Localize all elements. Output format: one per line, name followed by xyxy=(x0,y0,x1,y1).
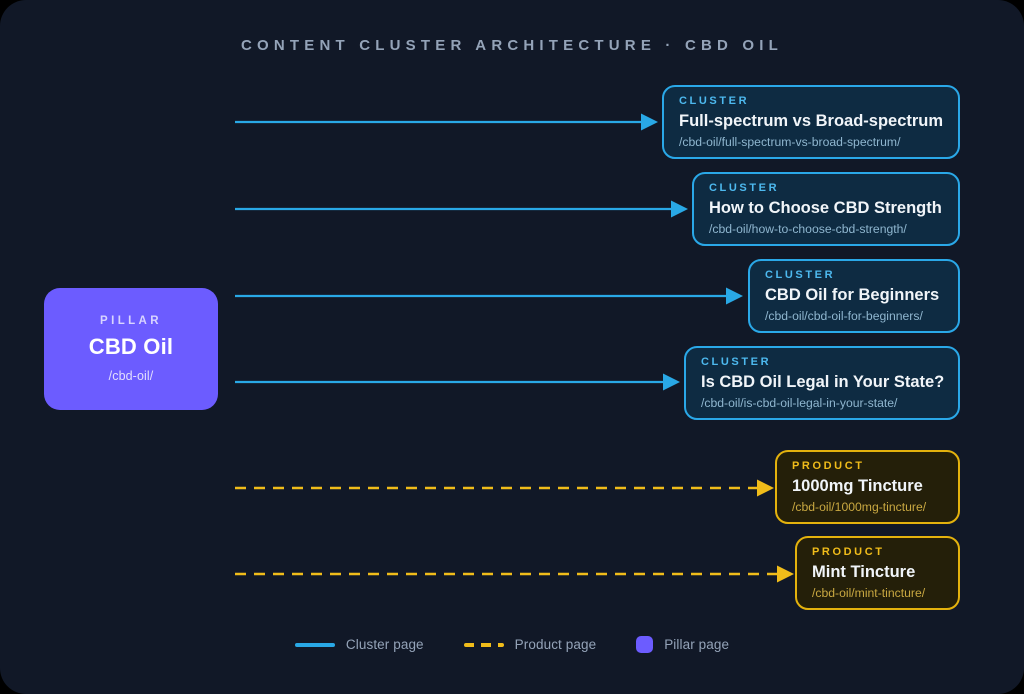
product-kicker: PRODUCT xyxy=(792,459,865,472)
product-card-1000mg-tincture[interactable]: PRODUCT 1000mg Tincture /cbd-oil/1000mg-… xyxy=(775,450,960,524)
cluster-connector-3 xyxy=(235,287,743,305)
dashed-line-icon xyxy=(463,642,504,647)
product-connector-1 xyxy=(235,479,774,497)
cluster-title: CBD Oil for Beginners xyxy=(765,285,940,304)
pillar-node[interactable]: PILLAR CBD Oil /cbd-oil/ xyxy=(44,288,218,410)
cluster-card-full-spectrum-vs-broad-spectrum[interactable]: CLUSTER Full-spectrum vs Broad-spectrum … xyxy=(662,85,960,159)
cluster-title: Is CBD Oil Legal in Your State? xyxy=(701,372,945,391)
cluster-card-how-to-choose-cbd-strength[interactable]: CLUSTER How to Choose CBD Strength /cbd-… xyxy=(692,172,960,246)
cluster-url: /cbd-oil/how-to-choose-cbd-strength/ xyxy=(709,221,907,236)
product-kicker: PRODUCT xyxy=(812,545,885,558)
product-url: /cbd-oil/mint-tincture/ xyxy=(812,585,926,600)
product-url: /cbd-oil/1000mg-tincture/ xyxy=(792,499,927,514)
product-title: Mint Tincture xyxy=(812,562,916,581)
cluster-title: How to Choose CBD Strength xyxy=(709,198,942,217)
cluster-card-is-cbd-oil-legal-in-your-state[interactable]: CLUSTER Is CBD Oil Legal in Your State? … xyxy=(684,346,960,420)
pillar-kicker: PILLAR xyxy=(100,315,162,327)
cluster-url: /cbd-oil/full-spectrum-vs-broad-spectrum… xyxy=(679,134,901,149)
legend-label: Cluster page xyxy=(345,637,424,652)
cluster-title: Full-spectrum vs Broad-spectrum xyxy=(679,111,944,130)
legend-item-product-page: Product page xyxy=(463,637,597,652)
legend-item-pillar-page: Pillar page xyxy=(636,636,729,653)
product-connector-2 xyxy=(235,565,794,583)
cluster-connector-4 xyxy=(235,373,680,391)
cluster-kicker: CLUSTER xyxy=(679,94,750,107)
legend-item-cluster-page: Cluster page xyxy=(294,637,424,652)
cluster-connector-2 xyxy=(235,200,688,218)
page-title: CONTENT CLUSTER ARCHITECTURE · CBD OIL xyxy=(240,37,784,54)
pillar-title: CBD Oil xyxy=(88,334,174,359)
cluster-card-cbd-oil-for-beginners[interactable]: CLUSTER CBD Oil for Beginners /cbd-oil/c… xyxy=(748,259,960,333)
product-title: 1000mg Tincture xyxy=(792,476,923,495)
cluster-connector-1 xyxy=(235,113,658,131)
cluster-url: /cbd-oil/is-cbd-oil-legal-in-your-state/ xyxy=(701,395,898,410)
cluster-kicker: CLUSTER xyxy=(765,268,836,281)
legend: Cluster page Product page Pillar page xyxy=(0,636,1024,653)
square-swatch-icon xyxy=(636,636,654,653)
cluster-kicker: CLUSTER xyxy=(709,181,780,194)
legend-label: Product page xyxy=(514,637,597,652)
legend-label: Pillar page xyxy=(664,637,730,652)
cluster-url: /cbd-oil/cbd-oil-for-beginners/ xyxy=(765,308,923,323)
solid-line-icon xyxy=(294,642,335,647)
pillar-url: /cbd-oil/ xyxy=(108,369,154,383)
cluster-kicker: CLUSTER xyxy=(701,355,772,368)
product-card-mint-tincture[interactable]: PRODUCT Mint Tincture /cbd-oil/mint-tinc… xyxy=(795,536,960,610)
